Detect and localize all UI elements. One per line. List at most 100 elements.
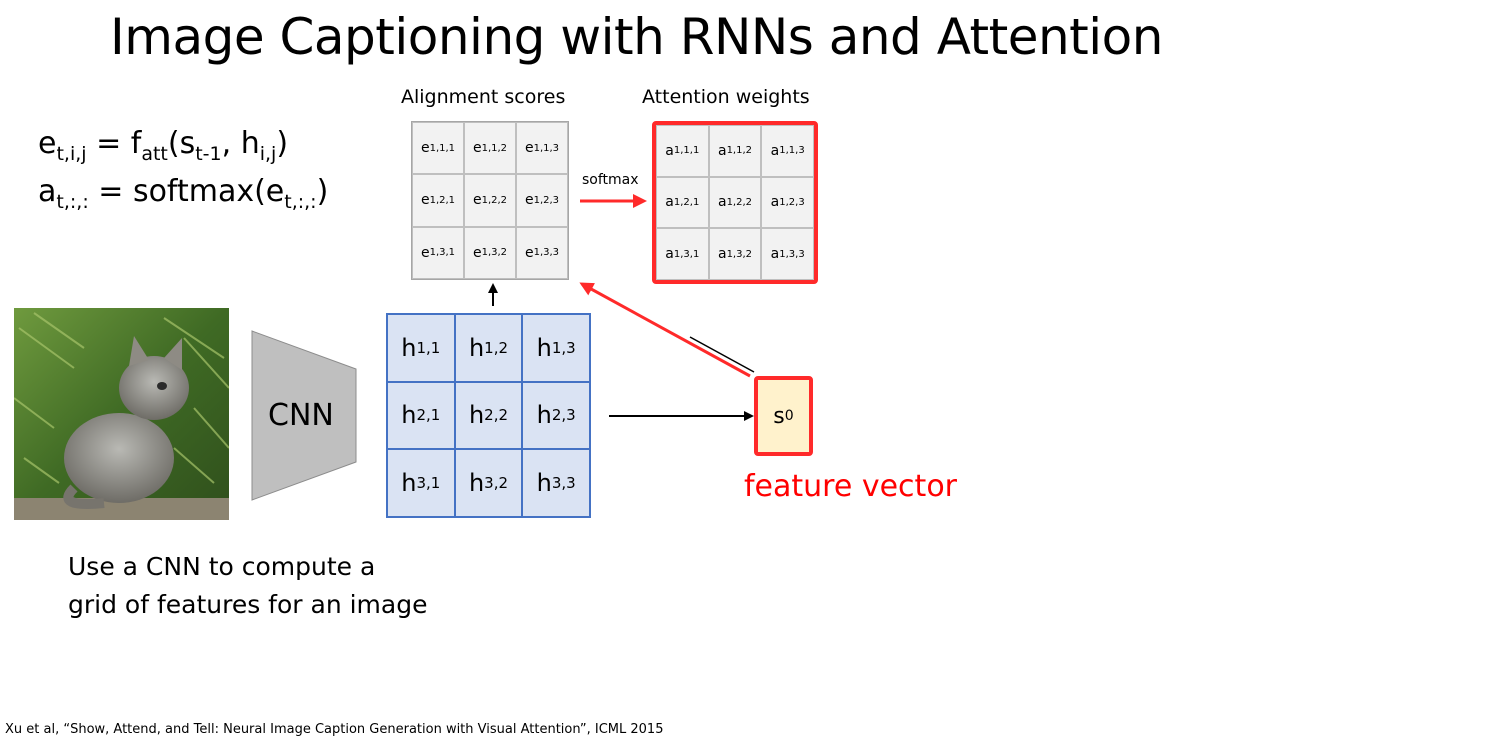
attention-weight-cell-symbol: a (717, 194, 727, 211)
alignment-score-cell-symbol: e (420, 244, 430, 261)
attention-weight-cell-index: 1,1,3 (779, 145, 805, 157)
attention-weight-cell-index: 1,2,3 (779, 196, 805, 208)
alignment-scores-label: Alignment scores (401, 86, 566, 108)
kitten-tail (63, 484, 105, 509)
softmax-label: softmax (582, 172, 639, 188)
attention-weight-cell-index: 1,3,1 (673, 248, 700, 260)
caption-line-2: grid of features for an image (68, 590, 428, 619)
alignment-score-cell-index: 1,3,3 (533, 247, 560, 259)
feature-cell-index: 3,2 (484, 474, 509, 493)
attention-weight-cell-index: 1,3,2 (726, 248, 753, 260)
feature-cell-index: 3,3 (551, 474, 576, 493)
feature-cell-index: 2,1 (416, 406, 441, 425)
attention-weight-cell-symbol: a (665, 194, 674, 211)
alignment-score-cell-index: 1,3,1 (429, 247, 456, 259)
attention-weights-label: Attention weights (642, 86, 810, 108)
alignment-score-cell-symbol: e (524, 140, 534, 157)
alignment-score-cell-symbol: e (472, 192, 482, 209)
caption-text: Use a CNN to compute a grid of features … (68, 548, 428, 624)
equation-softmax: at,:,: = softmax(et,:,:) (38, 174, 329, 213)
feature-cell-symbol: h (401, 469, 417, 498)
arrow-state-shadow (689, 336, 755, 373)
alignment-score-cell-symbol: e (524, 244, 534, 261)
feature-cell-symbol: h (468, 469, 485, 498)
feature-cell-index: 1,1 (416, 338, 441, 357)
kitten-photo (14, 308, 229, 520)
caption-line-1: Use a CNN to compute a (68, 552, 376, 581)
kitten-head (119, 356, 189, 420)
kitten-eye (157, 382, 167, 390)
alignment-score-cell-index: 1,2,2 (481, 194, 508, 206)
feature-cell-index: 1,2 (484, 338, 509, 357)
attention-weight-cell-symbol: a (717, 246, 727, 263)
alignment-score-cell-symbol: e (524, 192, 534, 209)
feature-cell-symbol: h (468, 333, 485, 362)
alignment-score-cell-symbol: e (472, 140, 482, 157)
feature-cell-index: 1,3 (551, 338, 576, 357)
kitten-body (64, 413, 174, 503)
attention-weight-cell-index: 1,2,2 (726, 196, 753, 208)
attention-weight-cell-index: 1,1,1 (673, 145, 700, 157)
state-subscript: 0 (784, 408, 794, 424)
arrow-state-to-scores (579, 282, 751, 378)
alignment-score-cell-symbol: e (420, 140, 430, 157)
attention-weight-cell-index: 1,1,2 (726, 145, 753, 157)
cnn-trapezoid (251, 330, 357, 501)
citation: Xu et al, “Show, Attend, and Tell: Neura… (5, 722, 664, 737)
alignment-score-cell-index: 1,2,1 (429, 194, 456, 206)
alignment-score-cell-index: 1,1,2 (481, 142, 508, 154)
attention-weight-cell-index: 1,3,3 (779, 248, 805, 260)
feature-cell-symbol: h (401, 401, 417, 430)
alignment-score-cell-index: 1,3,2 (481, 247, 508, 259)
attention-weight-cell-symbol: a (717, 142, 727, 159)
feature-cell-symbol: h (401, 333, 417, 362)
alignment-score-cell-index: 1,1,3 (533, 142, 560, 154)
feature-cell-symbol: h (536, 469, 552, 498)
feature-cell-symbol: h (468, 401, 485, 430)
attention-weight-cell-symbol: a (770, 194, 780, 211)
pine-needles (14, 312, 229, 484)
feature-vector-label: feature vector (744, 469, 958, 504)
alignment-score-cell-index: 1,1,1 (429, 142, 456, 154)
attention-weight-cell-symbol: a (770, 246, 780, 263)
feature-cell-index: 2,2 (484, 406, 509, 425)
attention-weight-cell-symbol: a (665, 246, 674, 263)
attention-weight-cell-symbol: a (770, 142, 780, 159)
kitten-ear-left (129, 336, 149, 366)
page-title: Image Captioning with RNNs and Attention (110, 8, 1163, 66)
attention-weight-cell-symbol: a (665, 142, 674, 159)
alignment-score-cell-symbol: e (420, 192, 430, 209)
alignment-score-cell-index: 1,2,3 (533, 194, 560, 206)
kitten-ear-right (164, 338, 182, 370)
feature-cell-symbol: h (536, 333, 552, 362)
feature-cell-index: 3,1 (416, 474, 441, 493)
state-symbol: s (773, 403, 785, 429)
equation-alignment: et,i,j = fatt(st-1, hi,j) (38, 126, 289, 165)
